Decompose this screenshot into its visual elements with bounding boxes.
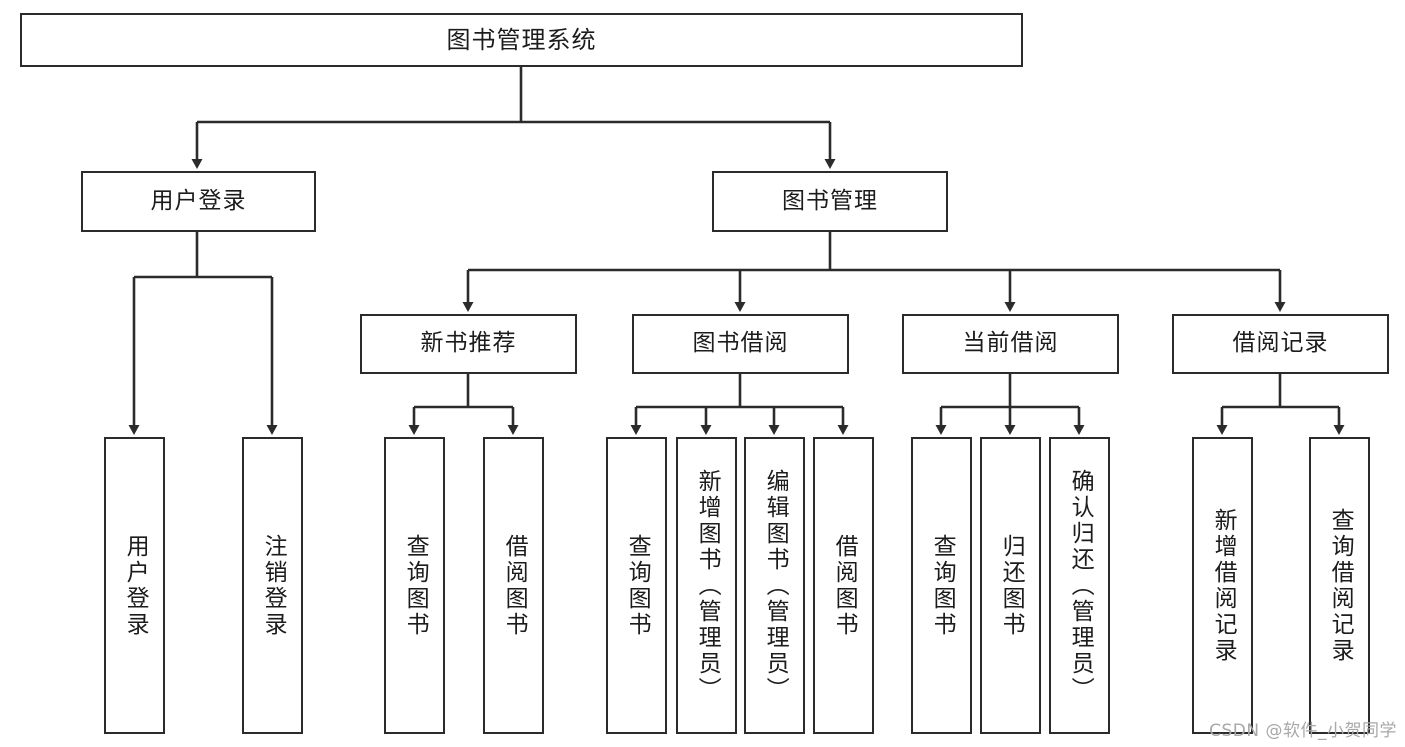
node-label: 查询借阅记录: [1327, 507, 1354, 664]
leaf-confirm-return-admin[interactable]: 确认归还（管理员）: [1049, 437, 1110, 734]
node-label: 查询图书: [929, 533, 956, 638]
node-label: 新增图书（管理员）: [694, 468, 721, 703]
leaf-return-book[interactable]: 归还图书: [980, 437, 1041, 734]
node-label: 注销登录: [260, 533, 287, 638]
node-current-borrow[interactable]: 当前借阅: [902, 314, 1119, 374]
leaf-user-login[interactable]: 用户登录: [104, 437, 165, 734]
node-label: 新书推荐: [420, 330, 517, 357]
node-label: 用户登录: [150, 187, 247, 214]
node-borrow-record[interactable]: 借阅记录: [1172, 314, 1389, 374]
node-label: 图书管理: [782, 187, 878, 214]
node-label: 新增借阅记录: [1210, 507, 1237, 664]
node-label: 查询图书: [402, 533, 429, 638]
node-label: 图书管理系统: [446, 25, 597, 54]
node-label: 归还图书: [998, 533, 1025, 638]
node-label: 编辑图书（管理员）: [762, 468, 789, 703]
leaf-query-book-current[interactable]: 查询图书: [911, 437, 972, 734]
node-label: 借阅图书: [831, 533, 858, 638]
node-label: 借阅图书: [501, 533, 528, 638]
leaf-query-book-borrow[interactable]: 查询图书: [606, 437, 667, 734]
leaf-add-book-admin[interactable]: 新增图书（管理员）: [676, 437, 737, 734]
leaf-logout[interactable]: 注销登录: [242, 437, 303, 734]
node-label: 确认归还（管理员）: [1067, 468, 1094, 703]
leaf-borrow-book-recommend[interactable]: 借阅图书: [483, 437, 544, 734]
leaf-edit-book-admin[interactable]: 编辑图书（管理员）: [744, 437, 805, 734]
leaf-query-book-recommend[interactable]: 查询图书: [384, 437, 445, 734]
node-book-borrow[interactable]: 图书借阅: [632, 314, 849, 374]
leaf-query-borrow-record[interactable]: 查询借阅记录: [1309, 437, 1370, 734]
node-book-management[interactable]: 图书管理: [712, 171, 948, 232]
node-label: 用户登录: [122, 533, 149, 638]
node-user-login[interactable]: 用户登录: [81, 171, 316, 232]
node-new-book-recommend[interactable]: 新书推荐: [360, 314, 577, 374]
node-root-book-management-system[interactable]: 图书管理系统: [20, 13, 1023, 67]
node-label: 借阅记录: [1232, 330, 1329, 357]
leaf-borrow-book[interactable]: 借阅图书: [813, 437, 874, 734]
leaf-add-borrow-record[interactable]: 新增借阅记录: [1192, 437, 1253, 734]
watermark: CSDN @软件_小贺同学: [1209, 721, 1397, 741]
node-label: 查询图书: [624, 533, 651, 638]
node-label: 图书借阅: [692, 330, 789, 357]
node-label: 当前借阅: [962, 330, 1059, 357]
